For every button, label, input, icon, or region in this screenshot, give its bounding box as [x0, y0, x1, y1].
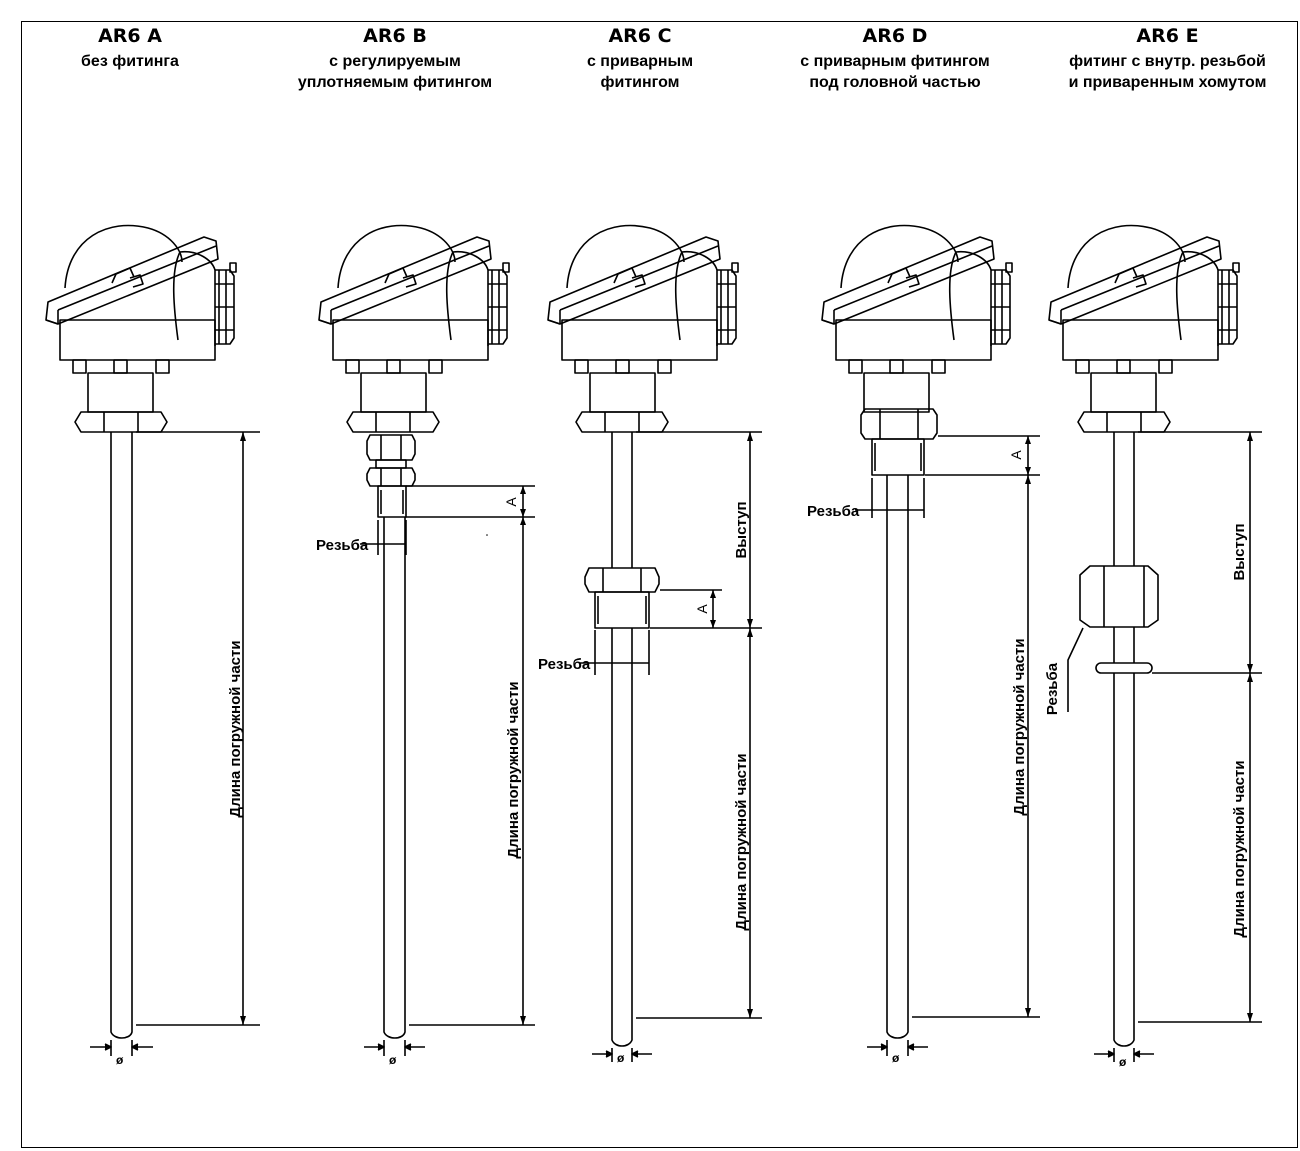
probe-ar6d [821, 224, 1040, 1056]
variant-description: под головной частью [809, 74, 981, 91]
drawing-frame [21, 21, 1298, 1148]
immersion-length-label-a: Длина погружной части [227, 640, 244, 817]
immersion-length-label-c: Длина погружной части [733, 753, 750, 930]
dimension-arrows [240, 432, 1253, 1025]
diameter-label-a: ø [116, 1053, 124, 1067]
thread-label-b: Резьба [316, 537, 369, 554]
thread-label-e: Резьба [1044, 662, 1061, 715]
variant-description: фитингом [600, 74, 680, 91]
header-ar6c: AR6 C с приварным фитингом [545, 26, 735, 93]
header-ar6b: AR6 B с регулируемым уплотняемым фитинго… [255, 26, 535, 93]
immersion-length-label-b: Длина погружной части [505, 681, 522, 858]
extension-label-c: Выступ [733, 501, 750, 558]
immersion-length-label-d: Длина погружной части [1011, 638, 1028, 815]
a-label-c: A [694, 604, 710, 614]
a-label-b: A [503, 497, 519, 507]
immersion-length-label-e: Длина погружной части [1231, 760, 1248, 937]
variant-code: AR6 A [98, 25, 162, 47]
diameter-label-e: ø [1119, 1055, 1127, 1069]
variant-description: без фитинга [81, 53, 179, 70]
header-ar6e: AR6 E фитинг с внутр. резьбой и приварен… [1040, 26, 1295, 93]
probe-ar6e [1048, 224, 1262, 1062]
variant-description: с регулируемым [329, 53, 461, 70]
a-label-d: A [1008, 450, 1024, 460]
variant-code: AR6 D [862, 25, 928, 47]
variant-description: с приварным фитингом [800, 53, 990, 70]
variant-code: AR6 C [608, 25, 672, 47]
extension-label-e: Выступ [1231, 523, 1248, 580]
variant-code: AR6 E [1136, 25, 1199, 47]
header-ar6d: AR6 D с приварным фитингом под головной … [760, 26, 1030, 93]
probe-ar6a [45, 224, 260, 1056]
diameter-label-b: ø [389, 1053, 397, 1067]
thread-label-d: Резьба [807, 503, 860, 520]
probe-ar6c [547, 224, 762, 1062]
diameter-label-d: ø [892, 1051, 900, 1065]
header-ar6a: AR6 A без фитинга [60, 26, 200, 72]
variant-description: и приваренным хомутом [1068, 74, 1267, 91]
variant-description: уплотняемым фитингом [297, 74, 493, 91]
probe-ar6b [318, 224, 535, 1056]
variant-code: AR6 B [363, 25, 427, 47]
variant-description: с приварным [586, 53, 694, 70]
variant-description: фитинг с внутр. резьбой [1069, 53, 1266, 70]
diameter-label-c: ø [617, 1051, 625, 1065]
thread-label-c: Резьба [538, 656, 591, 673]
